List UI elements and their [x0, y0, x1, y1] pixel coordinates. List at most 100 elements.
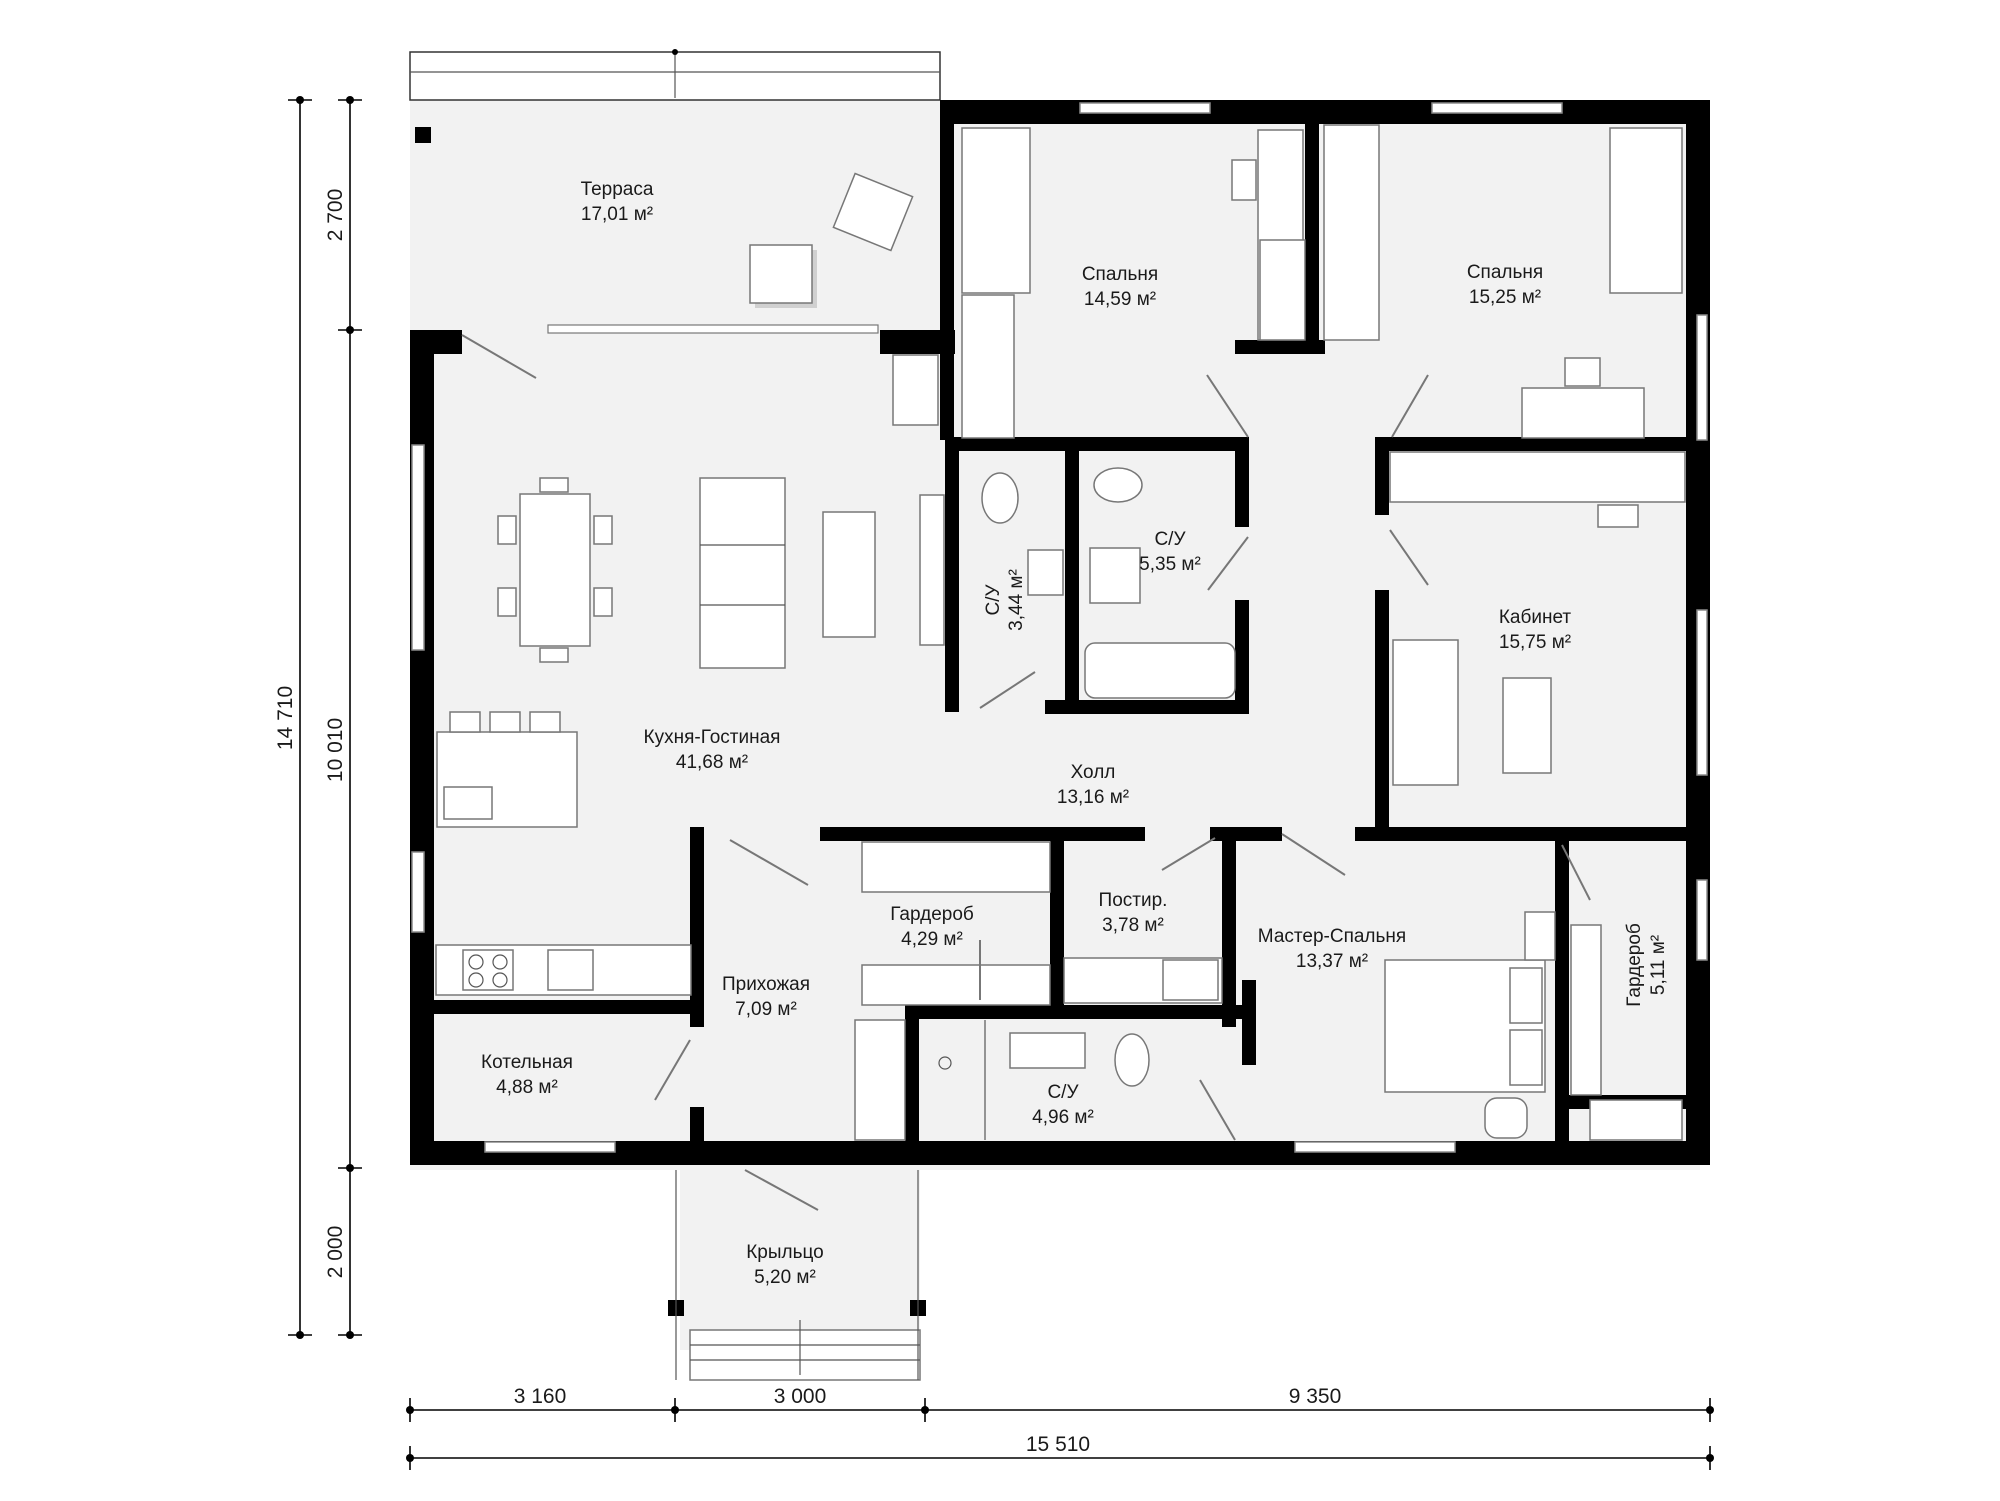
window-office — [1696, 609, 1708, 776]
label-bedroom2-name: Спальня — [1467, 262, 1543, 283]
label-master-area: 13,37 м² — [1296, 951, 1368, 972]
dim-total-height: 14 710 — [274, 686, 297, 750]
dining-chair-top — [539, 477, 569, 493]
master-chair — [1484, 1097, 1528, 1139]
label-terrace-area: 17,01 м² — [581, 204, 653, 225]
door-bath2 — [979, 671, 1036, 709]
island-sink — [443, 786, 493, 820]
wall-office-south — [1355, 827, 1710, 841]
label-bath2-area: 3,44 м² — [1006, 569, 1027, 631]
label-bedroom2-area: 15,25 м² — [1469, 287, 1541, 308]
terrace-column — [415, 127, 431, 143]
door-front — [744, 1169, 819, 1211]
floor-bedrooms — [940, 100, 1700, 330]
wall-master-west-top — [1222, 827, 1236, 1027]
label-bedroom1-area: 14,59 м² — [1084, 289, 1156, 310]
office-cabinet — [1389, 451, 1686, 503]
wall-closet-divider — [1305, 100, 1319, 354]
dining-chair-r2 — [593, 587, 613, 617]
door-entry — [729, 839, 809, 886]
label-wardrobe2-area: 5,11 м² — [1648, 935, 1669, 995]
wall-bath2-west — [945, 437, 959, 712]
label-bath3-area: 4,96 м² — [1032, 1107, 1094, 1128]
furniture — [435, 124, 1686, 1381]
dim-top-height: 2 700 — [324, 189, 347, 242]
wall-bath1-east-top — [1235, 437, 1249, 527]
wall-wardrobe-north — [820, 827, 1145, 841]
wardrobe1-upper — [861, 841, 1051, 893]
label-bath2-name: С/У — [983, 584, 1004, 616]
pillow-2 — [1509, 1029, 1543, 1086]
window-kitchen-1 — [411, 444, 425, 651]
door-bedroom1 — [1206, 374, 1249, 438]
bath3-sink — [1009, 1032, 1086, 1069]
terrace-arrow-dot — [672, 49, 678, 55]
fridge-cabinet — [892, 354, 939, 426]
label-kitchen-area: 41,68 м² — [676, 752, 748, 773]
label-porch-name: Крыльцо — [746, 1242, 824, 1263]
door-laundry — [1161, 837, 1216, 871]
dining-chair-bottom — [539, 647, 569, 663]
wall-boiler-north — [434, 1000, 704, 1014]
label-hall-area: 13,16 м² — [1057, 787, 1129, 808]
label-wardrobe2-name: Гардероб — [1624, 923, 1645, 1007]
bath2-sink — [1027, 549, 1064, 596]
wall-wardrobe2-west — [1555, 841, 1569, 1141]
door-bath3 — [1199, 1079, 1236, 1141]
bed1-wardrobe — [961, 294, 1015, 439]
terrace-chair-2 — [832, 172, 914, 252]
bedroom2-desk — [1521, 387, 1645, 439]
label-kitchen-name: Кухня-Гостиная — [644, 727, 781, 748]
wall-bath-south — [1045, 700, 1249, 714]
room-labels: Терраса 17,01 м² Спальня 14,59 м² Спальн… — [481, 179, 1669, 1288]
tv-stand — [919, 494, 945, 646]
window-bedroom2 — [1431, 102, 1563, 114]
wall-north — [940, 100, 1710, 124]
dining-table — [519, 493, 591, 647]
burner-2 — [492, 954, 508, 970]
wall-bedroom1-west — [940, 100, 954, 440]
dining-chair-l1 — [497, 515, 517, 545]
wall-n-kitchen-left — [410, 330, 462, 354]
wardrobe2-shelf — [1589, 1099, 1683, 1141]
sliding-door — [547, 324, 879, 334]
dining-chair-r1 — [593, 515, 613, 545]
door-boiler — [654, 1039, 691, 1101]
wall-bath3-north — [905, 1005, 1242, 1019]
dim-width-mid: 3 000 — [774, 1385, 827, 1408]
closet-left — [1259, 239, 1306, 341]
office-table — [1502, 677, 1552, 774]
wall-bath-north — [945, 437, 1245, 451]
label-terrace-name: Терраса — [581, 179, 654, 200]
label-wardrobe1-name: Гардероб — [890, 904, 974, 925]
label-bath3-name: С/У — [1047, 1082, 1079, 1103]
wall-bath-divider — [1065, 437, 1079, 712]
bed-1 — [961, 127, 1031, 294]
wardrobe2-rail — [1570, 924, 1602, 1096]
door-terrace — [461, 334, 537, 379]
label-hall-name: Холл — [1071, 762, 1116, 783]
wall-closet-bottom — [1235, 340, 1325, 354]
wall-south-left — [410, 1141, 845, 1165]
washer — [1162, 959, 1219, 1001]
label-office-name: Кабинет — [1499, 607, 1572, 628]
wall-office-west — [1375, 590, 1389, 830]
label-laundry-area: 3,78 м² — [1102, 915, 1164, 936]
porch-steps — [689, 1329, 921, 1381]
wall-entry-west — [690, 827, 704, 1027]
entry-cabinet — [854, 1019, 906, 1141]
bath1-sink — [1089, 547, 1141, 604]
nightstand — [1524, 911, 1556, 961]
label-bath1-area: 5,35 м² — [1139, 554, 1201, 575]
label-bedroom1-name: Спальня — [1082, 264, 1158, 285]
pillow-1 — [1509, 967, 1543, 1024]
door-bath1 — [1207, 536, 1249, 591]
dim-inner-height: 10 010 — [324, 718, 347, 782]
label-boiler-area: 4,88 м² — [496, 1077, 558, 1098]
windows — [411, 102, 1708, 1153]
label-wardrobe1-area: 4,29 м² — [901, 929, 963, 950]
wall-south-right — [825, 1141, 1710, 1165]
dimensions: 14 710 2 700 10 010 2 000 3 160 3 000 9 … — [274, 96, 1714, 1470]
label-entry-area: 7,09 м² — [735, 999, 797, 1020]
